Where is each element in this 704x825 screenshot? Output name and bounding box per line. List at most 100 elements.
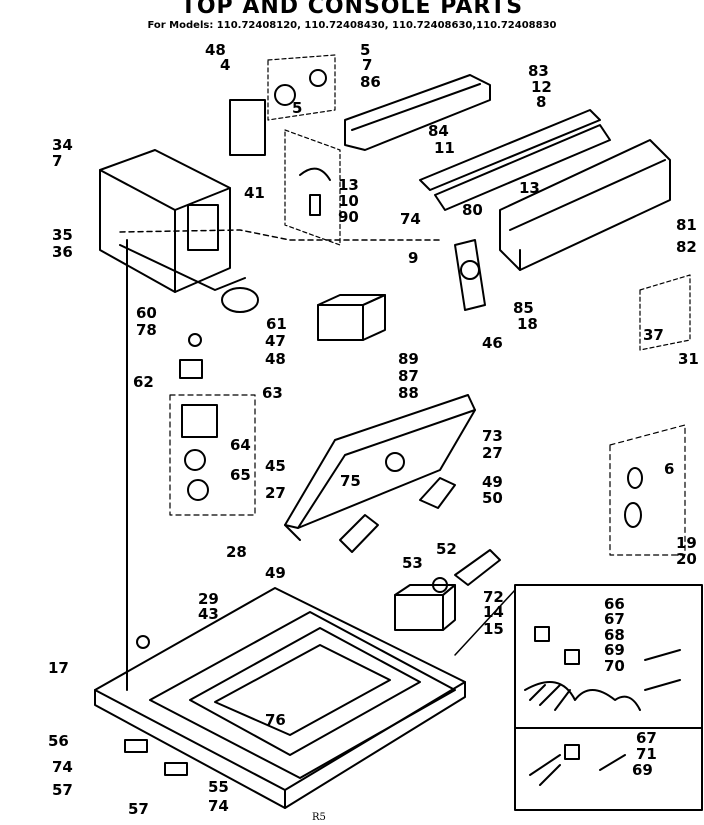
right-bracket: [609, 424, 686, 556]
callout: 49: [482, 473, 503, 491]
callout: 10: [338, 192, 359, 210]
callout: 80: [462, 201, 483, 219]
callout: 67: [604, 610, 625, 628]
console-back: [499, 139, 671, 271]
callout: 68: [604, 626, 625, 644]
callout: 29: [198, 590, 219, 608]
callout: 12: [531, 78, 552, 96]
callout: 87: [398, 367, 419, 385]
callout: 5: [292, 99, 302, 117]
callout: 62: [133, 373, 154, 391]
callout: 28: [226, 543, 247, 561]
callout: 75: [340, 472, 361, 490]
console-housing: [99, 149, 246, 293]
callout: 70: [604, 657, 625, 675]
control-panel: [344, 74, 491, 151]
callout: 69: [604, 641, 625, 659]
callout: 14: [483, 603, 504, 621]
callout: 13: [519, 179, 540, 197]
washer-top: [94, 587, 466, 809]
footer-code: R5: [312, 812, 326, 823]
callout: 71: [636, 745, 657, 763]
callout: 73: [482, 427, 503, 445]
callout: 46: [482, 334, 503, 352]
callout: 50: [482, 489, 503, 507]
callout: 86: [360, 73, 381, 91]
callout: 19: [676, 534, 697, 552]
callout: 49: [265, 564, 286, 582]
callout: 78: [136, 321, 157, 339]
callout: 15: [483, 620, 504, 638]
callout: 64: [230, 436, 251, 454]
side-bracket: [639, 274, 691, 351]
callout: 48: [205, 41, 226, 59]
callout: 63: [262, 384, 283, 402]
callout: 74: [208, 797, 229, 815]
hinge-screws: [124, 635, 188, 776]
callout: 90: [338, 208, 359, 226]
callout: 56: [48, 732, 69, 750]
callout: 83: [528, 62, 549, 80]
callout: 36: [52, 243, 73, 261]
callout: 66: [604, 595, 625, 613]
callout: 45: [265, 457, 286, 475]
switch-box: [394, 584, 456, 631]
callout: 27: [265, 484, 286, 502]
callout: 7: [52, 152, 62, 170]
callout: 31: [678, 350, 699, 368]
pump-group: [169, 394, 256, 516]
diagram-title: TOP AND CONSOLE PARTS: [180, 0, 524, 19]
callout: 88: [398, 384, 419, 402]
callout: 37: [643, 326, 664, 344]
callout: 72: [483, 588, 504, 606]
callout: 9: [408, 249, 418, 267]
lid-frame: [284, 394, 476, 541]
callout-labels: 48 4 5 5 7 86 83 12 8 84 11 34 7 41 13 1…: [48, 41, 699, 818]
callout: 60: [136, 304, 157, 322]
callout: 69: [632, 761, 653, 779]
callout: 57: [52, 781, 73, 799]
upper-rail: [419, 109, 611, 211]
callout: 53: [402, 554, 423, 572]
callout: 34: [52, 136, 73, 154]
timer-block: [317, 294, 386, 341]
callout: 61: [266, 315, 287, 333]
wire-harness: [284, 129, 341, 246]
switch-bracket: [229, 54, 336, 156]
callout: 8: [536, 93, 546, 111]
callout: 65: [230, 466, 251, 484]
callout: 11: [434, 139, 455, 157]
callout: 13: [338, 176, 359, 194]
wiring-inset: [514, 584, 703, 811]
models-line: For Models: 110.72408120, 110.72408430, …: [147, 20, 557, 31]
callout: 35: [52, 226, 73, 244]
callout: 41: [244, 184, 265, 202]
callout: 20: [676, 550, 697, 568]
callout: 89: [398, 350, 419, 368]
callout: 85: [513, 299, 534, 317]
callout: 67: [636, 729, 657, 747]
callout: 74: [52, 758, 73, 776]
callout: 5: [360, 41, 370, 59]
callout: 52: [436, 540, 457, 558]
callout: 7: [362, 56, 372, 74]
callout: 74: [400, 210, 421, 228]
callout: 57: [128, 800, 149, 818]
callout: 76: [265, 711, 286, 729]
callout: 82: [676, 238, 697, 256]
callout: 4: [220, 56, 230, 74]
callout: 55: [208, 778, 229, 796]
motor-mount: [179, 287, 259, 379]
callout: 27: [482, 444, 503, 462]
lid-hinge: [339, 477, 456, 553]
timer-bezel: [454, 239, 486, 311]
callout: 43: [198, 605, 219, 623]
callout: 47: [265, 332, 286, 350]
callout: 81: [676, 216, 697, 234]
callout: 6: [664, 460, 674, 478]
callout: 48: [265, 350, 286, 368]
callout: 18: [517, 315, 538, 333]
callout: 17: [48, 659, 69, 677]
